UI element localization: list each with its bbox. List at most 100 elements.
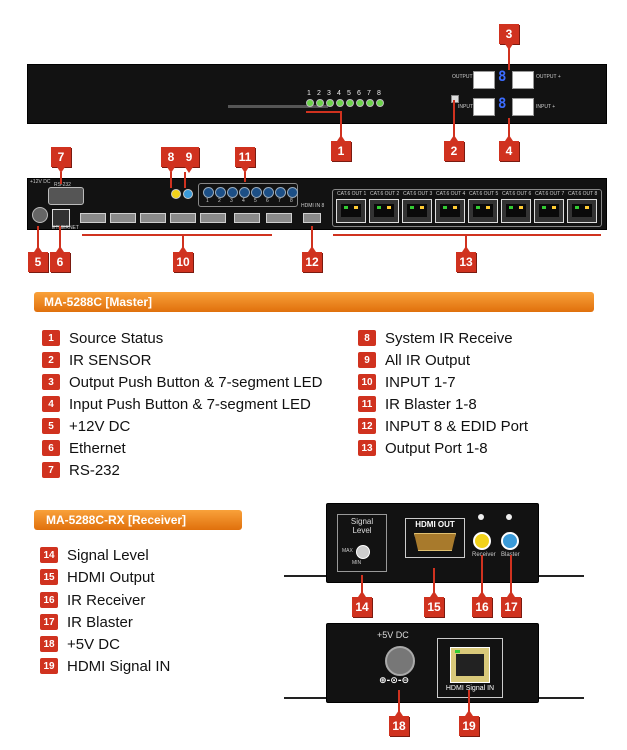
receiver-panel-bottom: +5V DC ⊕-⊙-⊖ HDMI Signal IN [326,623,539,703]
leader-line [433,568,435,595]
receiver-jack-label: Receiver [472,552,496,558]
output-rj45-port [435,199,465,223]
master-banner-title: MA-5288C [Master] [44,295,153,309]
ir-blaster-group: 1 2 3 4 5 6 7 8 [198,183,298,207]
marker-19: 19 [459,710,479,736]
output-7seg-display: 8 [498,69,507,85]
legend-label: Signal Level [67,546,149,564]
marker-13: 13 [456,246,476,272]
leader-line [60,172,62,184]
leader-line [465,234,467,252]
leader-line [361,575,363,595]
ir-blaster-jack [275,187,286,198]
led-number: 7 [367,90,371,97]
marker-12: 12 [302,246,322,272]
led-number: 2 [317,90,321,97]
hdmi-input-port [140,213,166,223]
knob-max-label: MAX [342,548,353,554]
hdmi-signal-in-label: HDMI Signal IN [445,685,495,692]
rs232-label: RS-232 [54,182,71,188]
hdmi-input-port [110,213,136,223]
ir-blaster-jack [251,187,262,198]
legend-label: IR SENSOR [69,351,152,369]
leader-line [453,100,455,140]
leader-line [184,172,186,188]
legend-label: IR Receiver [67,591,146,609]
ir-number: 7 [278,198,281,204]
input-plus-button[interactable] [512,98,534,116]
output-port-label: CAT.6 OUT 4 [436,191,466,197]
legend-number: 14 [40,547,58,563]
leader-line [510,555,512,595]
legend-item: 12 INPUT 8 & EDID Port [358,416,528,436]
output-plus-button[interactable] [512,71,534,89]
legend-label: Output Port 1-8 [385,439,488,457]
legend-item: 3 Output Push Button & 7-segment LED [42,372,322,392]
all-ir-output-jack [183,189,193,199]
ir-blaster-led [506,514,512,520]
knob-min-label: MIN [352,560,362,566]
master-rear-panel: +12V DC RS-232 ETHERNET 1 2 3 4 5 6 7 8 … [27,178,607,231]
polarity-label: ⊕-⊙-⊖ [379,676,410,686]
hdmi-out-box: HDMI OUT [405,518,465,558]
input-plus-label: INPUT + [536,104,556,110]
leader-line [508,118,510,140]
legend-number: 10 [358,374,376,390]
legend-number: 13 [358,440,376,456]
ir-receiver-jack [473,532,491,550]
signal-level-box: Signal Level MAX MIN [337,514,387,572]
legend-number: 8 [358,330,376,346]
output-minus-button[interactable] [473,71,495,89]
legend-label: Output Push Button & 7-segment LED [69,373,323,391]
output-port-label: CAT.6 OUT 3 [403,191,433,197]
led-number: 5 [347,90,351,97]
output-port-label: CAT.6 OUT 1 [337,191,367,197]
marker-4: 4 [499,135,519,161]
input-minus-label: INPUT [458,104,473,110]
marker-7: 7 [51,147,71,173]
output-rj45-port [402,199,432,223]
ir-number: 1 [206,198,209,204]
leader-line [481,555,483,595]
leader-line [170,172,172,188]
hdmi-input-port [266,213,292,223]
legend-item: 18+5V DC [40,634,120,654]
source-status-led [306,99,314,107]
hdmi-out-port [414,533,456,551]
legend-number: 3 [42,374,60,390]
output-port-label: CAT.6 OUT 7 [535,191,565,197]
source-status-led [316,99,324,107]
output-rj45-port [501,199,531,223]
hdmi-in-8-port [303,213,321,223]
legend-label: All IR Output [385,351,471,369]
legend-label: Source Status [69,329,164,347]
rs232-port [48,187,84,205]
marker-15: 15 [424,591,444,617]
legend-label: HDMI Signal IN [67,657,171,675]
leader-line [37,226,39,250]
legend-item: 14 Signal Level [40,545,149,565]
leader-line [59,226,61,250]
legend-label: RS-232 [69,461,120,479]
front-panel-lip [228,105,328,108]
led-number: 4 [337,90,341,97]
marker-1: 1 [331,135,351,161]
legend-number: 12 [358,418,376,434]
marker-16: 16 [472,591,492,617]
legend-label: INPUT 1-7 [385,373,456,391]
receiver-panel-top: Signal Level MAX MIN HDMI OUT Receiver B… [326,503,539,583]
output-rj45-port [468,199,498,223]
marker-14: 14 [352,591,372,617]
legend-label: IR Blaster 1-8 [385,395,477,413]
output-port-label: CAT.6 OUT 6 [502,191,532,197]
signal-level-knob[interactable] [356,545,370,559]
legend-number: 2 [42,352,60,368]
legend-label: INPUT 8 & EDID Port [385,417,529,435]
input-minus-button[interactable] [473,98,495,116]
led-number: 8 [377,90,381,97]
